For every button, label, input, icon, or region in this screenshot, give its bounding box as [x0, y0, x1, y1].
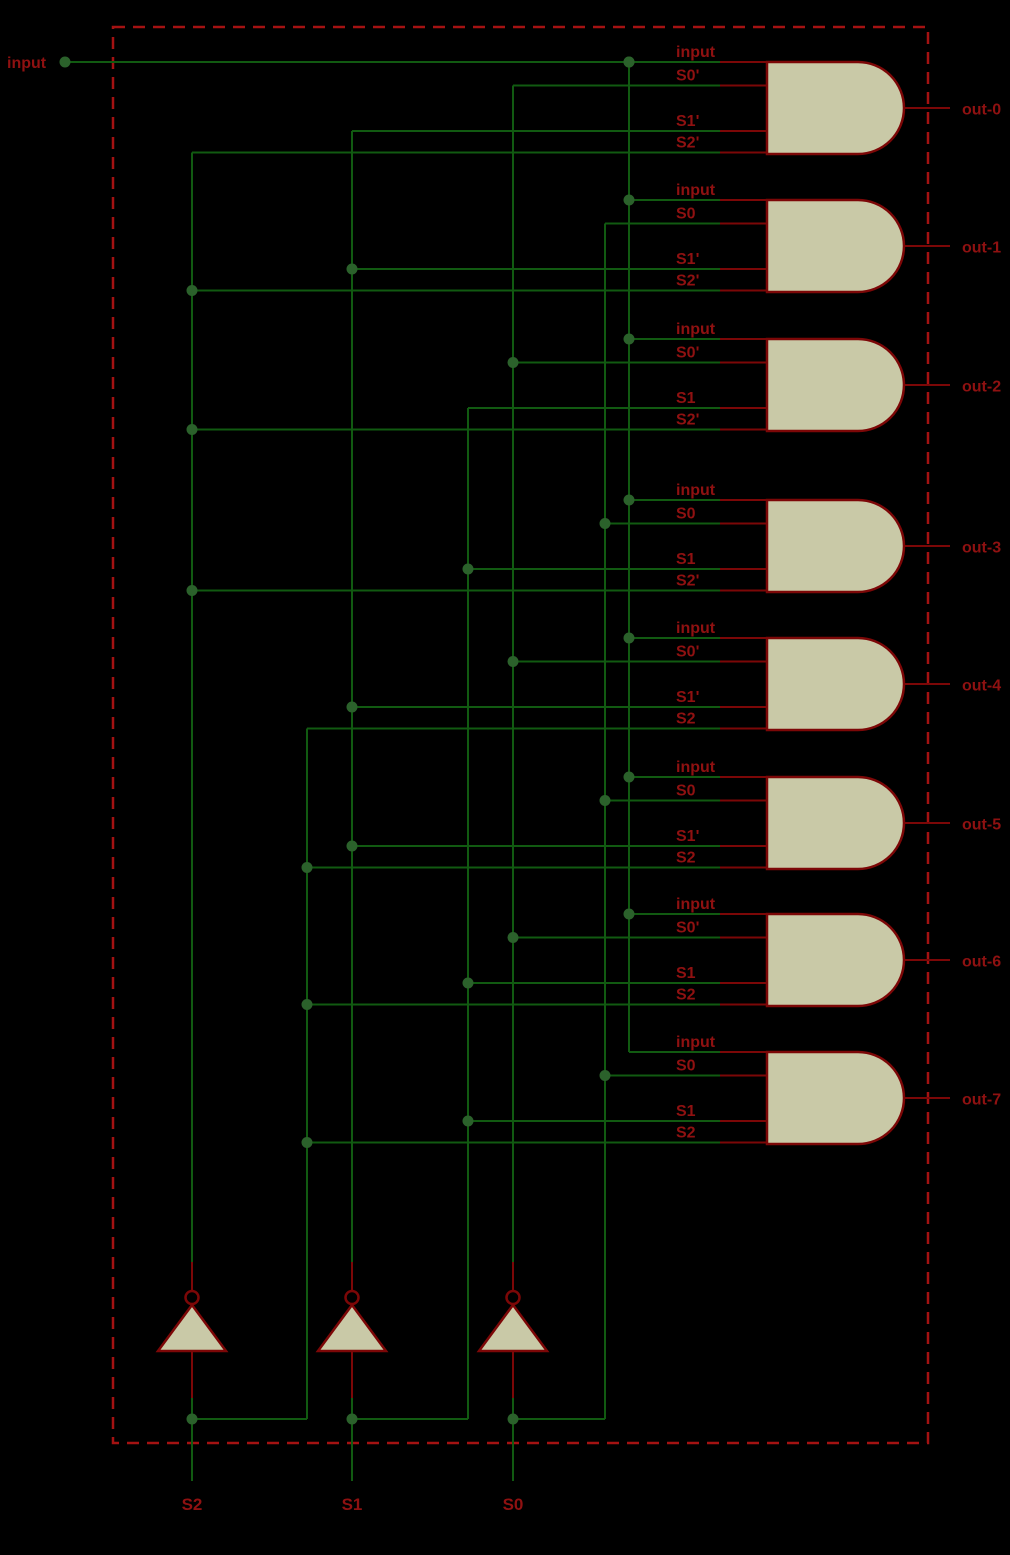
pin-label-S0n-gate6: S0' [676, 920, 699, 937]
junction-dot [462, 1115, 474, 1127]
pin-label-S0n-gate0: S0' [676, 68, 699, 85]
junction-dot [186, 1413, 198, 1425]
output-label-out-5: out-5 [962, 817, 1001, 834]
pin-label-S0-gate1: S0 [676, 206, 696, 223]
pin-label-S0-gate7: S0 [676, 1058, 696, 1075]
pin-label-S2-gate5: S2 [676, 850, 696, 867]
junction-dot [623, 194, 635, 206]
output-label-out-3: out-3 [962, 540, 1001, 557]
pin-label-S1-gate2: S1 [676, 390, 696, 407]
pin-label-input-gate1: input [676, 182, 716, 199]
pin-label-S2n-gate0: S2' [676, 135, 699, 152]
pin-label-S1-gate6: S1 [676, 965, 696, 982]
pin-label-input-gate5: input [676, 759, 716, 776]
and-gate-out-2[interactable] [765, 337, 906, 433]
junction-dot [599, 518, 611, 529]
not-gate-s2[interactable] [155, 1262, 229, 1398]
junction-dot [507, 1413, 519, 1425]
pin-label-S2n-gate1: S2' [676, 273, 699, 290]
input-port-label: input [7, 55, 47, 72]
pin-label-S1n-gate5: S1' [676, 828, 699, 845]
pin-label-input-gate7: input [676, 1034, 716, 1051]
pin-label-input-gate6: input [676, 896, 716, 913]
inverter-bubble-icon [505, 1289, 521, 1306]
pin-label-S1n-gate0: S1' [676, 113, 699, 130]
port-label-s2: S2 [182, 1495, 203, 1514]
junction-dot [462, 563, 474, 575]
pin-label-S2-gate7: S2 [676, 1125, 696, 1142]
pin-label-S2n-gate3: S2' [676, 573, 699, 590]
junction-dot [301, 999, 313, 1010]
junction-dot [507, 932, 519, 943]
pin-label-S0-gate3: S0 [676, 506, 696, 523]
junction-dot [186, 285, 198, 296]
and-gate-out-0[interactable] [765, 60, 906, 156]
output-label-out-7: out-7 [962, 1092, 1001, 1109]
pin-label-input-gate3: input [676, 482, 716, 499]
selection-boundary [111, 25, 930, 1445]
output-label-out-2: out-2 [962, 379, 1001, 396]
junction-dot [507, 656, 519, 667]
junction-dot [186, 424, 198, 435]
and-gate-out-6[interactable] [765, 912, 906, 1008]
pin-label-input-gate2: input [676, 321, 716, 338]
and-gate-out-5[interactable] [765, 775, 906, 871]
junction-dot [186, 585, 198, 596]
junction-dot [346, 263, 358, 275]
junction-dot [346, 1413, 358, 1425]
junction-dot [301, 862, 313, 873]
pin-label-input-gate0: input [676, 44, 716, 61]
port-label-s1: S1 [342, 1495, 363, 1514]
junction-dot [623, 771, 635, 783]
pin-label-S2-gate6: S2 [676, 987, 696, 1004]
and-gate-out-4[interactable] [765, 636, 906, 732]
output-label-out-4: out-4 [962, 678, 1001, 695]
and-gate-out-7[interactable] [765, 1050, 906, 1146]
pin-label-S0n-gate2: S0' [676, 345, 699, 362]
junction-dot [623, 333, 635, 345]
pin-label-input-gate4: input [676, 620, 716, 637]
output-label-out-6: out-6 [962, 954, 1001, 971]
inverter-bubble-icon [344, 1289, 360, 1306]
junction-dot [623, 908, 635, 920]
pin-label-S0n-gate4: S0' [676, 644, 699, 661]
pin-label-S0-gate5: S0 [676, 783, 696, 800]
junction-dot [599, 795, 611, 806]
junction-dot [301, 1137, 313, 1148]
output-label-out-0: out-0 [962, 102, 1001, 119]
pin-label-S1n-gate4: S1' [676, 689, 699, 706]
and-gate-out-1[interactable] [765, 198, 906, 294]
and-gate-out-3[interactable] [765, 498, 906, 594]
pin-label-S1-gate3: S1 [676, 551, 696, 568]
junction-dot [462, 977, 474, 989]
pin-label-S1n-gate1: S1' [676, 251, 699, 268]
junction-dot [623, 494, 635, 506]
junction-dot [623, 56, 635, 68]
output-label-out-1: out-1 [962, 240, 1001, 257]
pin-label-S2-gate4: S2 [676, 711, 696, 728]
not-gate-s0[interactable] [476, 1262, 550, 1398]
pin-label-S2n-gate2: S2' [676, 412, 699, 429]
port-label-s0: S0 [503, 1495, 524, 1514]
junction-dot [346, 840, 358, 852]
junction-dot [623, 632, 635, 644]
junction-dot [599, 1070, 611, 1081]
junction-dot [507, 357, 519, 368]
not-gate-s1[interactable] [315, 1262, 389, 1398]
input-port[interactable] [59, 56, 71, 68]
inverter-bubble-icon [184, 1289, 200, 1306]
pin-label-S1-gate7: S1 [676, 1103, 696, 1120]
junction-dot [346, 701, 358, 713]
